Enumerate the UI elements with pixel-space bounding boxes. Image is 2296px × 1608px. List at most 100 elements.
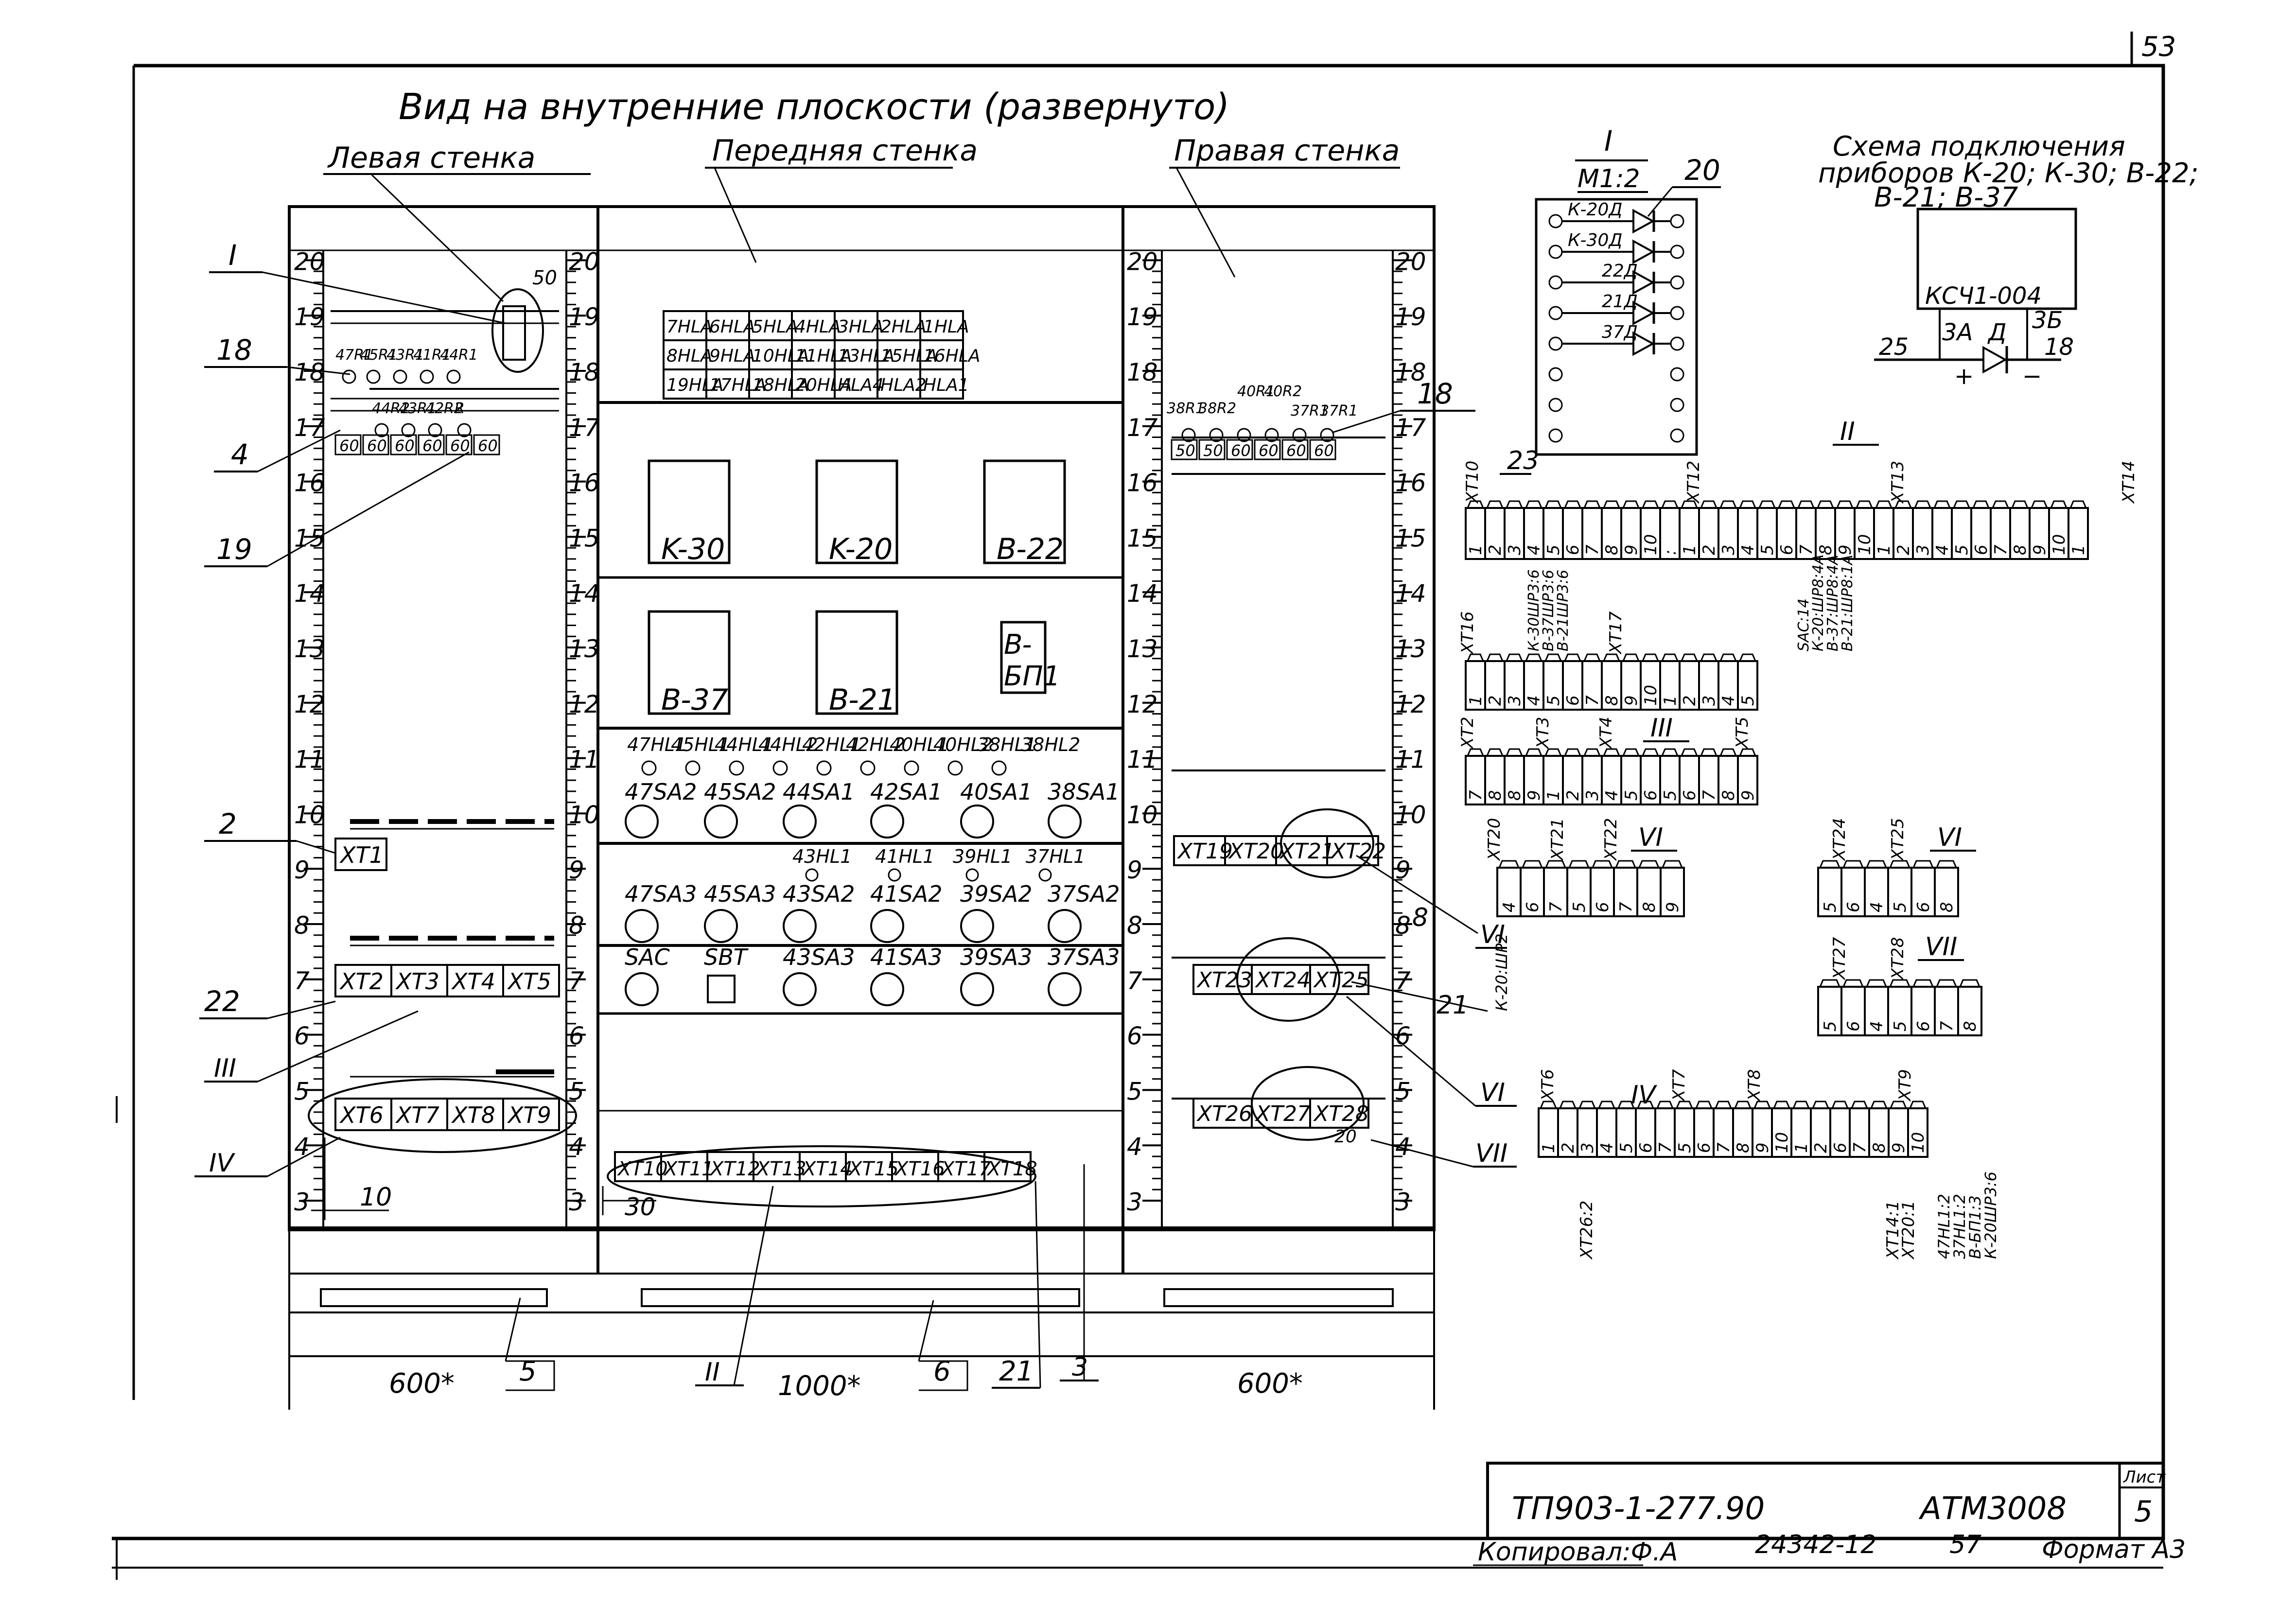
terminal-number: 4 [1597, 1142, 1617, 1153]
terminal-number: 2 [1894, 544, 1913, 555]
terminal-block [1326, 835, 1379, 866]
terminal-screw [1831, 1101, 1849, 1109]
scale-label: 10 [294, 801, 325, 829]
terminal-screw [1681, 653, 1698, 662]
strip-title: VI [1638, 823, 1663, 852]
terminal-number: 3 [1505, 695, 1525, 706]
scheme-title-2: приборов К-20; К-30; В-22; [1818, 157, 2199, 189]
terminal-number: 6 [1593, 902, 1612, 912]
strip-note: К-30ШР3:6 [1525, 569, 1542, 651]
terminal-screw [1866, 860, 1887, 868]
terminal-screw [1953, 500, 1970, 508]
strip-label: XT4 [1596, 717, 1616, 750]
scale-label: 20 [1395, 247, 1426, 276]
terminal-screw [1525, 748, 1542, 756]
lamp-label: 6HLA [709, 317, 755, 337]
strip-label: XT21 [1548, 818, 1567, 861]
terminal-screw [1836, 500, 1854, 508]
terminal-number: 4 [1719, 695, 1738, 706]
scheme-wire-right: 18 [2044, 333, 2074, 361]
switch-label: SBT [704, 944, 749, 970]
switch [960, 972, 994, 1006]
stamp-sheet: 5 [2134, 1495, 2153, 1529]
stamp-code: АТМ3008 [1918, 1491, 2067, 1527]
lamp-label: 40HL1 [890, 734, 949, 755]
scale-label: 9 [569, 856, 584, 884]
terminal-screw [1909, 1101, 1927, 1109]
terminal-screw [1681, 748, 1698, 756]
scale-label: 13 [569, 635, 600, 663]
signal-lamp [816, 760, 832, 776]
terminal-number: 10 [1909, 1132, 1928, 1153]
lamp-label: 44HL1 [715, 734, 774, 755]
terminal-screw [1564, 748, 1581, 756]
lamp-label: 42HL1 [802, 734, 861, 755]
dim-1000: 1000* [778, 1370, 861, 1402]
instrument-label: B-21 [829, 683, 896, 717]
strip-note: В-37ШР3:6 [1540, 570, 1557, 651]
scale-label: 11 [569, 746, 600, 774]
terminal-number: 5 [1622, 790, 1641, 801]
terminal-screw [1700, 500, 1718, 508]
terminal-screw [1467, 653, 1484, 662]
terminal-screw [1642, 653, 1659, 662]
diode-label: 21Д [1602, 292, 1638, 312]
terminal-screw [1467, 500, 1484, 508]
resistor-terminal [342, 369, 356, 384]
stamp-format: Формат А3 [2042, 1535, 2186, 1564]
terminal-screw [1870, 1101, 1888, 1109]
diode-symbol [1632, 300, 1655, 326]
callout-18: 18 [216, 333, 252, 367]
resistor-value: 60 [478, 437, 498, 455]
switch [870, 804, 904, 839]
resistor-terminal [1181, 428, 1196, 442]
terminal-number: 1 [2069, 544, 2088, 555]
terminal-number: 8 [1937, 902, 1957, 912]
switch [870, 972, 904, 1006]
stamp-copied: Копировал:Ф.А [1478, 1538, 1678, 1567]
terminal-number: 5 [1952, 544, 1972, 555]
terminal-number: 6 [1914, 902, 1933, 912]
terminal-block-label: XT6 [339, 1102, 384, 1128]
switch [960, 804, 994, 839]
terminal-screw [1700, 748, 1718, 756]
terminal-screw [1583, 653, 1601, 662]
terminal-number: 5 [1891, 1021, 1910, 1031]
terminal-number: 10 [1641, 534, 1661, 555]
terminal-number: 4 [1602, 790, 1622, 801]
resistor-value-cell [473, 434, 500, 455]
scale-label: 10 [1395, 801, 1426, 829]
resistor-value-cell [362, 434, 389, 455]
signal-lamp [991, 760, 1007, 776]
left-xt1: XT1 [334, 838, 387, 871]
terminal-number: 6 [1831, 1142, 1850, 1153]
terminal-screw [1912, 979, 1934, 987]
terminal-screw [1525, 653, 1542, 662]
right-wall-title: Правая стенка [1174, 134, 1400, 168]
lamp-label: 40HL2 [933, 734, 993, 755]
terminal-screw [1719, 500, 1737, 508]
terminal-block [502, 1098, 560, 1131]
strip-label: XT22 [1601, 818, 1621, 861]
resistor-value: 60 [395, 437, 415, 455]
terminal-screw [1486, 653, 1504, 662]
scale-label: 4 [294, 1133, 310, 1161]
strip-label: XT25 [1888, 818, 1908, 861]
lamp-label: 38HL2 [1021, 734, 1080, 755]
terminal-block-label: XT10 [617, 1158, 668, 1180]
instrument-label: B-37 [661, 683, 728, 717]
switch-label: 42SA1 [870, 779, 942, 805]
switch-label: 38SA1 [1048, 779, 1120, 805]
scale-label: 20 [1127, 247, 1158, 276]
lamp-label: 42HL2 [846, 734, 905, 755]
terminal-number: 9 [2030, 544, 2050, 555]
terminal-number: 8 [1816, 544, 1836, 555]
terminal-screw [1936, 860, 1957, 868]
scale-label: 19 [1127, 303, 1158, 331]
